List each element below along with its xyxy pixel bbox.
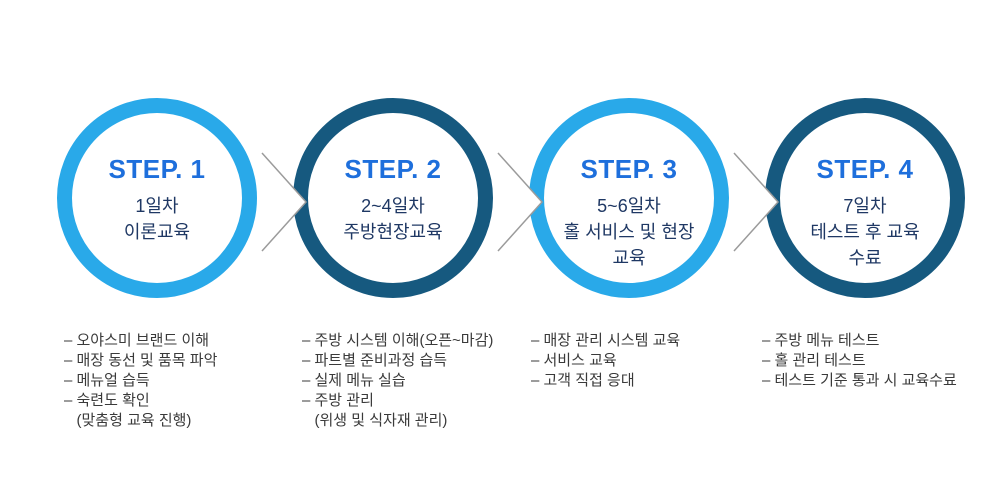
subtitle-line: 1일차 — [135, 196, 179, 216]
subtitle-line: 2~4일차 — [361, 196, 425, 216]
chevron-right-icon — [495, 151, 545, 253]
step-2-title: STEP. 2 — [344, 154, 442, 184]
subtitle-line: 테스트 후 교육 — [810, 222, 920, 242]
bullet-line: (맞춤형 교육 진행) — [64, 412, 192, 429]
bullet-line: – 주방 메뉴 테스트 — [762, 332, 880, 349]
bullet-line: – 실제 메뉴 실습 — [302, 372, 406, 389]
subtitle-line: 7일차 — [843, 196, 887, 216]
subtitle-line: 수료 — [848, 248, 882, 268]
bullet-line: – 파트별 준비과정 습득 — [302, 352, 448, 369]
bullet-line: – 홀 관리 테스트 — [762, 352, 866, 369]
bullet-line: – 서비스 교육 — [531, 352, 617, 369]
bullet-line: – 테스트 기준 통과 시 교육수료 — [762, 372, 957, 389]
subtitle-line: 홀 서비스 및 현장 — [563, 222, 695, 242]
chevron-right-icon — [259, 151, 309, 253]
chevron-right-icon — [731, 151, 781, 253]
bullet-line: – 메뉴얼 습득 — [64, 372, 150, 389]
subtitle-line: 교육 — [612, 248, 646, 268]
subtitle-line: 5~6일차 — [597, 196, 661, 216]
subtitle-line: 주방현장교육 — [343, 222, 443, 242]
bullet-line: – 매장 동선 및 품목 파악 — [64, 352, 218, 369]
step-1-title: STEP. 1 — [108, 154, 206, 184]
bullet-line: – 숙련도 확인 — [64, 392, 150, 409]
step-4-title: STEP. 4 — [816, 154, 914, 184]
step-2-details: – 주방 시스템 이해(오픈~마감) – 파트별 준비과정 습득 – 실제 메뉴 실… — [302, 331, 493, 431]
bullet-line: – 고객 직접 응대 — [531, 372, 635, 389]
bullet-line: – 주방 시스템 이해(오픈~마감) — [302, 332, 494, 349]
bullet-line: (위생 및 식자재 관리) — [302, 412, 448, 429]
step-3-details: – 매장 관리 시스템 교육 – 서비스 교육 – 고객 직접 응대 — [531, 331, 680, 391]
step-4-details: – 주방 메뉴 테스트 – 홀 관리 테스트 – 테스트 기준 통과 시 교육수료 — [762, 331, 957, 391]
bullet-line: – 주방 관리 — [302, 392, 374, 409]
bullet-line: – 오야스미 브랜드 이해 — [64, 332, 210, 349]
subtitle-line: 이론교육 — [123, 222, 191, 242]
step-3-title: STEP. 3 — [580, 154, 678, 184]
step-1-details: – 오야스미 브랜드 이해 – 매장 동선 및 품목 파악 – 메뉴얼 습득 – 숙련… — [64, 331, 217, 431]
bullet-line: – 매장 관리 시스템 교육 — [531, 332, 681, 349]
